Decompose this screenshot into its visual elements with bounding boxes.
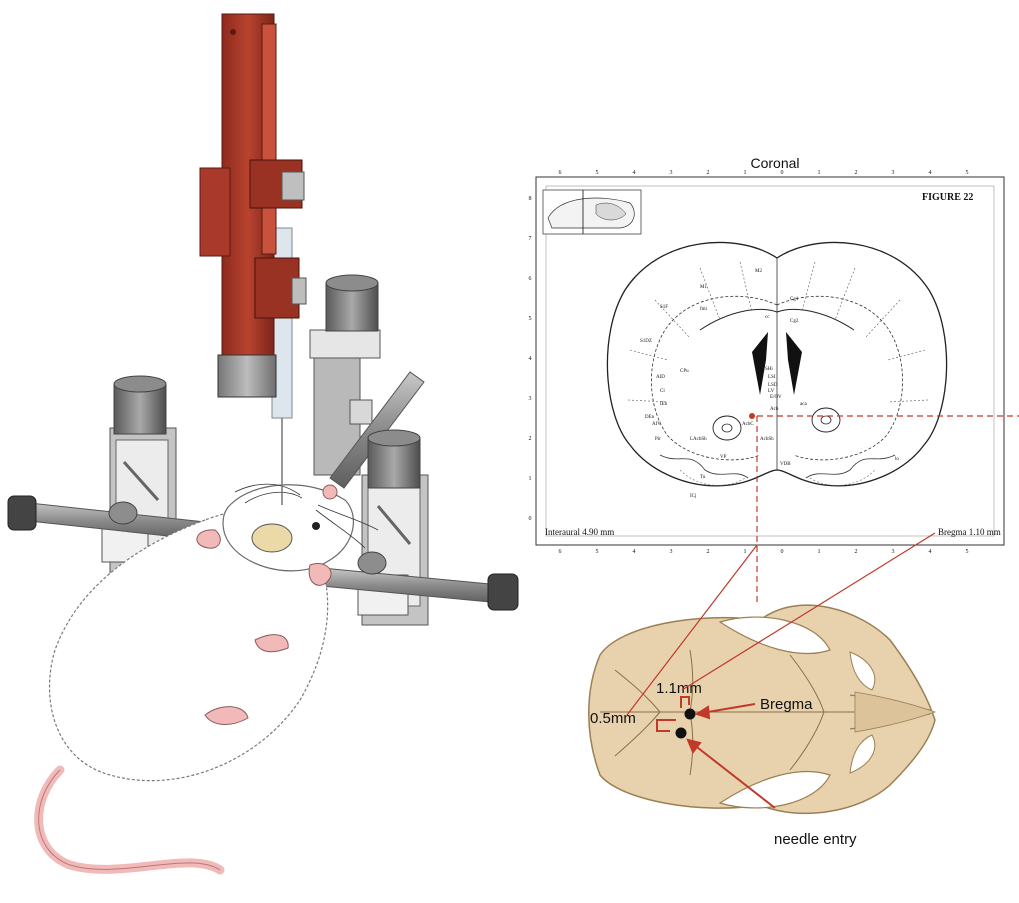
side-tick-label: 1 [529,476,532,482]
bottom-tick-label: 5 [966,549,969,555]
region-label: AID [656,375,665,380]
top-tick-label: 5 [966,170,969,176]
side-tick-label: 8 [529,196,532,202]
region-label: ICj [690,494,696,499]
bottom-tick-label: 3 [892,549,895,555]
region-label: S1F [660,305,668,310]
region-label: AcbSh [760,437,774,442]
target-marker [749,413,755,419]
top-tick-label: 4 [929,170,932,176]
skull-icon: 1.1mm 0.5mm Bregma needle entry [589,605,935,848]
side-tick-label: 6 [529,276,532,282]
bottom-tick-label: 0 [781,549,784,555]
syringe-pump-icon [200,14,306,505]
bregma-atlas-label: Bregma 1.10 mm [938,527,1001,537]
top-tick-label: 3 [892,170,895,176]
top-tick-label: 1 [744,170,747,176]
region-label: Acb [770,407,779,412]
side-tick-label: 7 [529,236,532,242]
bottom-tick-label: 2 [707,549,710,555]
bottom-tick-label: 4 [929,549,932,555]
region-label: VP [720,455,727,460]
needle-entry-label: needle entry [774,831,857,848]
top-tick-label: 2 [707,170,710,176]
region-label: Cl [660,389,665,394]
region-label: DEn [645,415,655,420]
region-label: SHi [765,367,773,372]
rat-icon [39,484,378,870]
region-label: aca [800,402,807,407]
side-tick-label: 3 [529,396,532,402]
bottom-tick-label: 2 [855,549,858,555]
region-label: AcbC [742,422,754,427]
region-label: CPu [680,369,689,374]
region-label: IEn [660,402,668,407]
region-label: Cg2 [790,319,799,324]
region-label: VDB [780,462,791,467]
bottom-tick-label: 1 [744,549,747,555]
side-tick-label: 2 [529,436,532,442]
top-tick-label: 4 [633,170,636,176]
region-label: M2 [755,269,762,274]
top-tick-label: 0 [781,170,784,176]
region-label: Cg1 [790,297,799,302]
side-tick-label: 5 [529,316,532,322]
region-label: Pir [655,437,661,442]
view-label: Coronal [750,155,799,171]
sagittal-inset [543,190,641,234]
region-label: S1DZ [640,339,652,344]
side-tick-label: 0 [529,516,532,522]
region-label: cc [765,315,770,320]
top-tick-label: 6 [559,170,562,176]
region-label: LV [768,389,775,394]
bottom-tick-label: 6 [559,549,562,555]
top-tick-label: 1 [818,170,821,176]
bottom-tick-label: 4 [633,549,636,555]
region-label: AIV [652,422,661,427]
region-label: Tu [700,475,706,480]
bregma-point [685,709,696,720]
region-label: M1 [700,285,707,290]
bottom-tick-label: 1 [818,549,821,555]
region-label: lo [895,457,899,462]
region-label: LAcbSh [690,437,707,442]
figure-label: FIGURE 22 [922,192,973,203]
interaural-label: Interaural 4.90 mm [545,527,614,537]
region-label: LSI [768,375,776,380]
region-label: LSD [768,383,778,388]
region-label: fmi [700,307,708,312]
top-tick-label: 3 [670,170,673,176]
region-label: E/OV [770,395,782,400]
brain-section-icon: Coronal 6 5 4 3 2 1 0 1 2 3 4 5 6 5 4 3 2 1 0 1 2 3 4 5 8 7 6 5 4 3 2 1… [529,155,1005,555]
top-tick-label: 2 [855,170,858,176]
side-tick-label: 4 [529,356,532,362]
needle-entry-point [676,728,687,739]
bottom-tick-label: 5 [596,549,599,555]
bregma-label: Bregma [760,696,813,713]
bottom-tick-label: 3 [670,549,673,555]
top-tick-label: 5 [596,170,599,176]
